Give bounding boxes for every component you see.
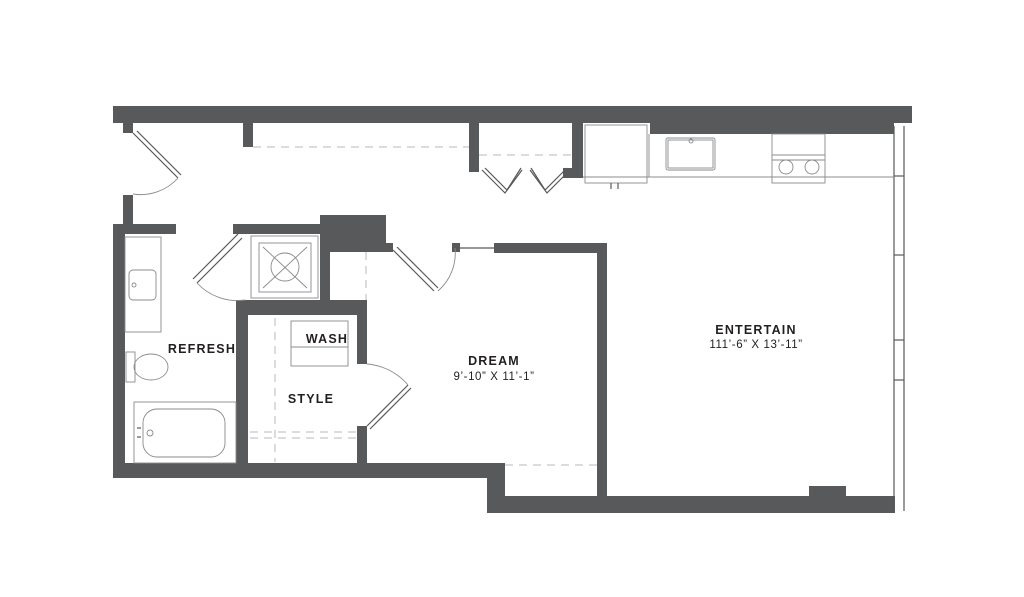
bottom-exterior-wall	[487, 496, 895, 513]
closet-bifold-doors[interactable]	[481, 167, 571, 194]
column-base	[365, 243, 393, 252]
walls	[113, 106, 912, 513]
kitchen	[583, 124, 894, 189]
style-right-wall-upper	[357, 300, 367, 364]
kitchen-sink	[665, 137, 716, 171]
style-door[interactable]	[366, 363, 412, 430]
bathtub	[133, 401, 237, 464]
wash-top-wall	[236, 300, 367, 315]
room-label-refresh: REFRESH	[168, 342, 236, 356]
vanity-counter	[124, 236, 162, 333]
bathtub-inner	[142, 408, 226, 458]
range	[771, 133, 826, 184]
hall-stub-wall	[243, 123, 253, 147]
closet-door[interactable]	[192, 233, 246, 301]
room-label-entertain: ENTERTAIN	[715, 323, 796, 337]
toilet-bowl	[133, 353, 169, 381]
washer-dryer	[290, 320, 349, 367]
bath-bottom-exterior-wall	[113, 463, 505, 478]
entry-left-lower-jamb	[123, 195, 133, 225]
room-label-dream: DREAM	[468, 354, 520, 368]
vanity-sink	[128, 269, 157, 301]
top-wall-kitchen-step	[650, 123, 894, 134]
hvac-unit	[250, 235, 319, 299]
toilet-tank	[125, 351, 136, 383]
bedroom-door[interactable]	[392, 246, 494, 292]
room-labels: ENTERTAIN 111’-6” X 13’-11” DREAM 9’-10”…	[168, 323, 802, 406]
entry-left-jamb	[123, 123, 133, 133]
bedroom-top-wall	[494, 243, 606, 253]
dashed-lines	[250, 146, 597, 466]
room-label-style: STYLE	[288, 392, 334, 406]
room-dim-dream: 9’-10” X 11’-1”	[453, 371, 534, 383]
door-jamb-small	[452, 243, 460, 252]
window-wall	[893, 126, 905, 511]
closet-right-cap	[563, 168, 583, 178]
bath-top-wall-left	[113, 224, 176, 234]
bottom-column	[809, 486, 846, 498]
room-dim-entertain: 111’-6” X 13’-11”	[709, 339, 802, 351]
refrigerator	[584, 124, 648, 184]
top-wall	[113, 106, 912, 123]
closet-right-wall	[572, 123, 583, 178]
bathroom-fixtures	[124, 236, 237, 464]
closet-left-wall	[469, 123, 479, 172]
closet-top-wall	[233, 224, 330, 234]
closet-right-wall-short	[320, 224, 330, 304]
bedroom-right-wall	[597, 243, 607, 503]
entry-door[interactable]	[132, 130, 182, 196]
left-exterior-wall	[113, 224, 125, 478]
bath-wash-divider	[236, 300, 248, 470]
room-label-wash: WASH	[306, 332, 348, 346]
style-right-wall-lower	[357, 426, 367, 470]
